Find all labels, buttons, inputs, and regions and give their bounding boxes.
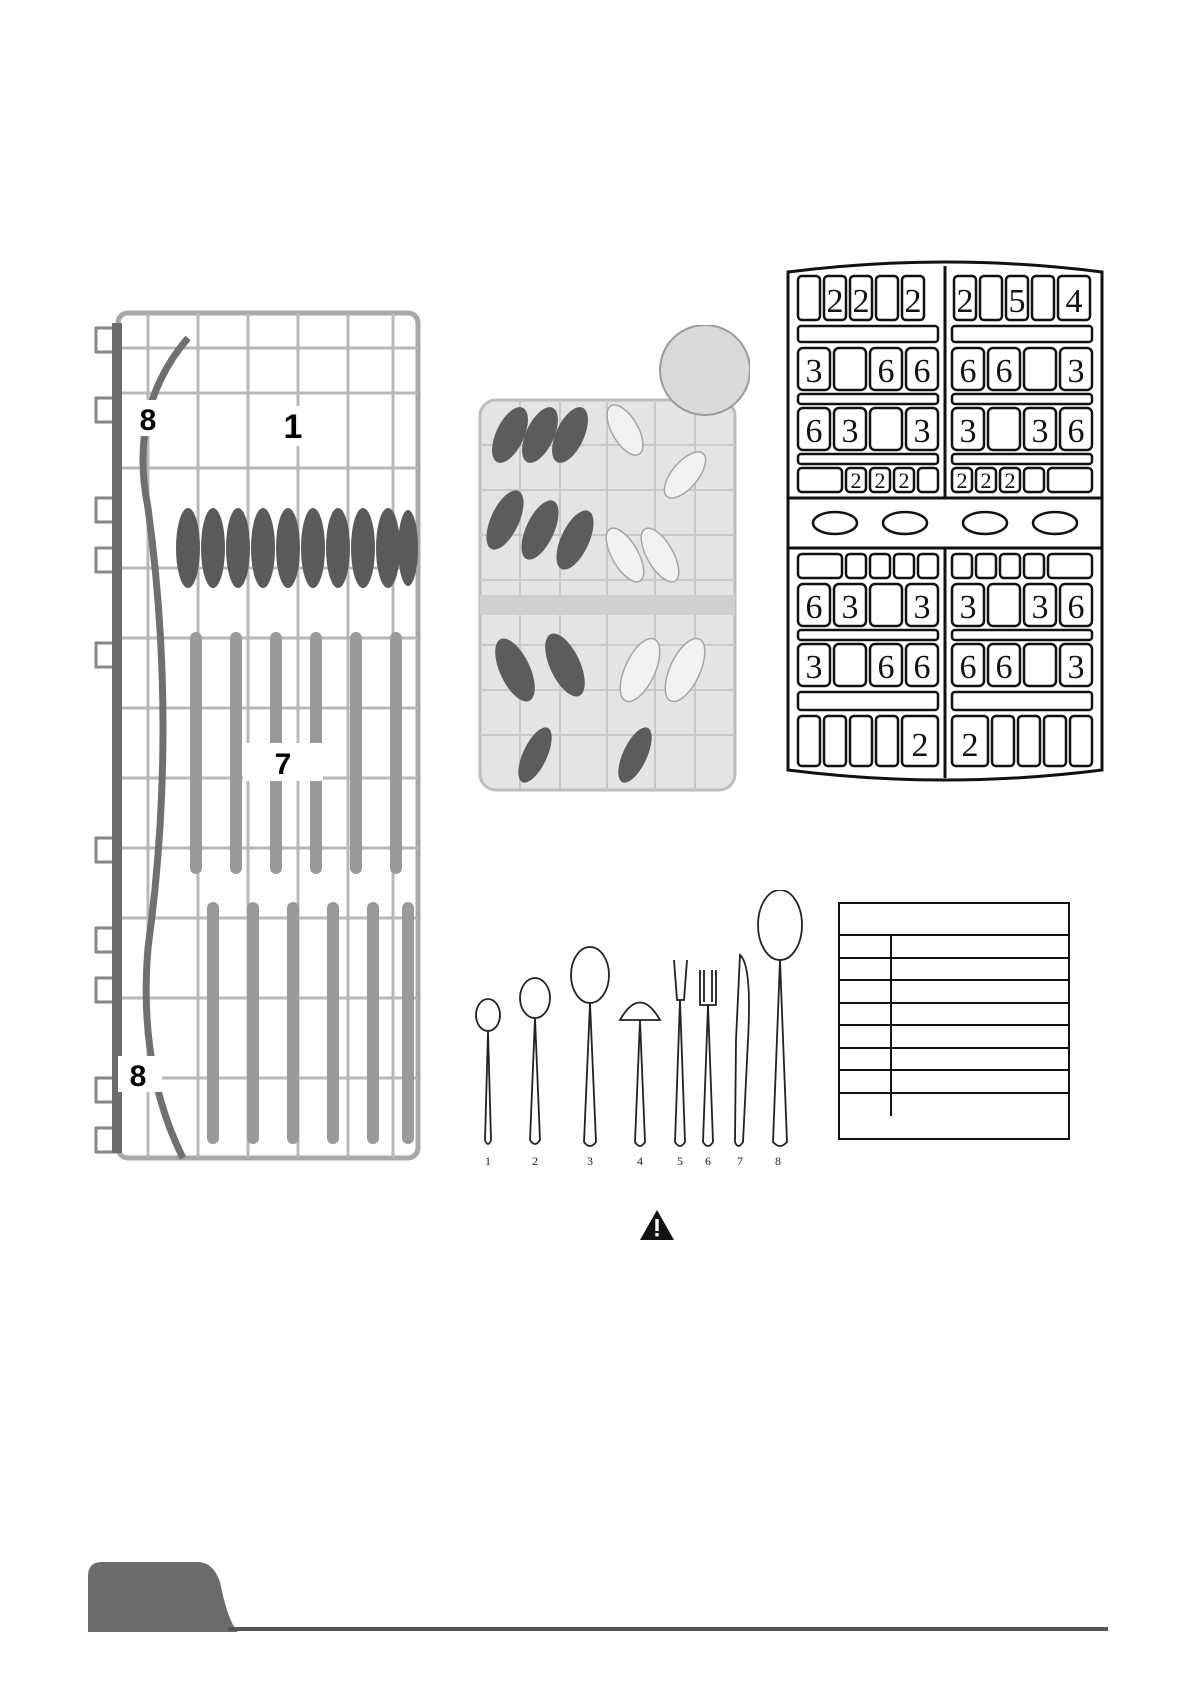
rack-handles [190, 632, 414, 1144]
rack-ladle [139, 335, 191, 1160]
svg-text:3: 3 [960, 589, 977, 626]
cutlery-rack-figure: 8 1 7 8 [94, 310, 421, 1161]
svg-text:6: 6 [1068, 589, 1085, 626]
table-row [840, 981, 1068, 1004]
tray-slots [796, 274, 1094, 768]
svg-text:6: 6 [914, 353, 931, 390]
svg-text:3: 3 [842, 413, 859, 450]
svg-text:2: 2 [853, 283, 870, 320]
svg-text:4: 4 [637, 1154, 643, 1168]
svg-text:2: 2 [905, 283, 922, 320]
footer-rule [228, 1627, 1108, 1631]
svg-text:1: 1 [485, 1154, 491, 1168]
svg-text:3: 3 [842, 589, 859, 626]
svg-text:3: 3 [1032, 589, 1049, 626]
rack-side-clips [94, 323, 122, 1154]
svg-text:6: 6 [806, 589, 823, 626]
cutlery-numbers: 1 2 3 4 5 6 7 8 [485, 1154, 781, 1168]
svg-text:2: 2 [962, 727, 979, 764]
svg-text:6: 6 [806, 413, 823, 450]
svg-text:6: 6 [960, 353, 977, 390]
svg-text:6: 6 [1068, 413, 1085, 450]
table-row [840, 1048, 1068, 1071]
svg-text:3: 3 [806, 649, 823, 686]
svg-text:2: 2 [981, 468, 992, 493]
svg-text:4: 4 [1066, 283, 1083, 320]
svg-text:2: 2 [827, 283, 844, 320]
rack-label-1: 1 [284, 408, 303, 446]
legend-table-header [840, 904, 1068, 936]
svg-text:6: 6 [960, 649, 977, 686]
svg-text:3: 3 [1068, 353, 1085, 390]
svg-text:3: 3 [914, 413, 931, 450]
svg-text:2: 2 [532, 1154, 538, 1168]
tray-outline [786, 260, 1104, 782]
svg-text:3: 3 [806, 353, 823, 390]
table-row [840, 1093, 1068, 1116]
rack-label-8-top: 8 [140, 404, 157, 437]
svg-text:6: 6 [996, 353, 1013, 390]
basket-dark-items [486, 407, 652, 783]
svg-text:3: 3 [960, 413, 977, 450]
warning-triangle-icon [640, 1210, 674, 1240]
svg-text:7: 7 [737, 1154, 743, 1168]
svg-text:2: 2 [1005, 468, 1016, 493]
svg-text:6: 6 [705, 1154, 711, 1168]
svg-text:2: 2 [875, 468, 886, 493]
svg-text:3: 3 [1032, 413, 1049, 450]
table-row [840, 1026, 1068, 1049]
svg-text:3: 3 [914, 589, 931, 626]
svg-text:6: 6 [996, 649, 1013, 686]
svg-text:8: 8 [775, 1154, 781, 1168]
svg-text:5: 5 [1009, 283, 1026, 320]
cutlery-basket-figure [478, 325, 750, 792]
svg-text:5: 5 [677, 1154, 683, 1168]
cutlery-legend-table [838, 902, 1070, 1140]
svg-text:6: 6 [914, 649, 931, 686]
cutlery-outlines [475, 890, 803, 1147]
svg-text:2: 2 [851, 468, 862, 493]
svg-text:2: 2 [957, 283, 974, 320]
table-row [840, 936, 1068, 959]
basket-bowl [659, 325, 750, 416]
svg-text:6: 6 [878, 353, 895, 390]
svg-text:2: 2 [912, 727, 929, 764]
table-row [840, 1003, 1068, 1026]
table-row [840, 1071, 1068, 1094]
svg-text:6: 6 [878, 649, 895, 686]
rack-label-7: 7 [275, 748, 292, 781]
rack-dark-spoons [176, 508, 418, 588]
svg-text:3: 3 [1068, 649, 1085, 686]
table-row [840, 958, 1068, 981]
page-number-tab [88, 1562, 238, 1632]
svg-text:2: 2 [957, 468, 968, 493]
rack-label-8-bottom: 8 [130, 1060, 147, 1093]
cutlery-types-figure: 1 2 3 4 5 6 7 8 [475, 890, 803, 1168]
svg-text:2: 2 [899, 468, 910, 493]
basket-light-items [605, 404, 707, 703]
svg-text:3: 3 [587, 1154, 593, 1168]
